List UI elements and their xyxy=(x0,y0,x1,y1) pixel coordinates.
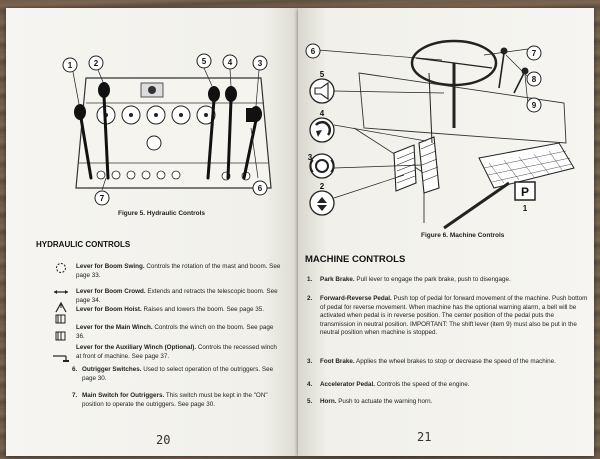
callout-9: 9 xyxy=(532,101,537,110)
machine-item-4: Accelerator Pedal. Controls the speed of… xyxy=(320,381,470,388)
callout-8: 8 xyxy=(532,75,537,84)
machine-controls-figure: P 6 5 4 3 2 7 8 9 1 xyxy=(305,39,575,230)
callout-6: 6 xyxy=(311,47,316,56)
main-winch-icon xyxy=(55,314,66,324)
callout-3: 3 xyxy=(308,153,313,162)
callout-1: 1 xyxy=(68,61,73,70)
outrigger-icon xyxy=(53,355,69,362)
callout-1: 1 xyxy=(523,204,528,213)
callout-7: 7 xyxy=(100,194,105,203)
hydraulic-item-5: Lever for the Auxiliary Winch (Optional)… xyxy=(76,344,277,360)
boom-swing-icon xyxy=(56,263,66,273)
auxiliary-winch-icon xyxy=(55,331,66,341)
hydraulic-item-6: Outrigger Switches. Used to select opera… xyxy=(82,366,274,382)
callout-2: 2 xyxy=(94,59,99,68)
hydraulic-item-1: Lever for Boom Swing. Controls the rotat… xyxy=(76,263,281,279)
callout-2: 2 xyxy=(320,182,325,191)
figure-6-caption: Figure 6. Machine Controls xyxy=(421,232,505,239)
hydraulic-item-4: Lever for the Main Winch. Controls the w… xyxy=(76,324,274,340)
callout-5: 5 xyxy=(202,57,207,66)
machine-item-5-number: 5. xyxy=(307,398,313,405)
machine-item-4-number: 4. xyxy=(307,381,313,388)
page-number-21: 21 xyxy=(417,430,432,444)
machine-item-2: Forward-Reverse Pedal. Push top of pedal… xyxy=(320,295,588,337)
callout-4: 4 xyxy=(228,58,233,67)
hydraulic-controls-heading: HYDRAULIC CONTROLS xyxy=(36,240,131,249)
callout-5: 5 xyxy=(320,70,325,79)
machine-controls-heading: MACHINE CONTROLS xyxy=(305,254,406,265)
hydraulic-item-2: Lever for Boom Crowd. Extends and retrac… xyxy=(76,288,278,304)
callout-6: 6 xyxy=(258,184,263,193)
figure-5-caption: Figure 5. Hydraulic Controls xyxy=(118,210,206,217)
hydraulic-item-6-number: 6. xyxy=(72,366,78,373)
machine-item-2-number: 2. xyxy=(307,295,313,302)
boom-crowd-icon xyxy=(54,290,68,294)
hydraulic-item-7: Main Switch for Outriggers. This switch … xyxy=(82,392,268,408)
left-manual-page: 1 2 5 4 3 6 7 Figure 5. Hydraulic Contro… xyxy=(6,8,298,456)
callout-4: 4 xyxy=(320,109,325,118)
callout-7: 7 xyxy=(532,49,537,58)
machine-item-3-number: 3. xyxy=(307,358,313,365)
hydraulic-item-3: Lever for Boom Hoist. Raises and lowers … xyxy=(76,306,264,313)
machine-item-3: Foot Brake. Applies the wheel brakes to … xyxy=(320,358,556,365)
park-symbol: P xyxy=(521,185,529,199)
machine-item-1-number: 1. xyxy=(307,276,313,283)
callout-3: 3 xyxy=(258,59,263,68)
machine-item-5: Horn. Push to actuate the warning horn. xyxy=(320,398,433,405)
hydraulic-item-7-number: 7. xyxy=(72,392,78,399)
right-manual-page: P 6 5 4 3 2 7 8 9 1 Figure 6. Machine xyxy=(298,8,594,456)
boom-hoist-icon xyxy=(55,301,67,313)
page-number-20: 20 xyxy=(156,433,171,447)
hydraulic-controls-figure: 1 2 5 4 3 6 7 xyxy=(62,53,272,206)
machine-item-1: Park Brake. Pull lever to engage the par… xyxy=(320,276,511,283)
